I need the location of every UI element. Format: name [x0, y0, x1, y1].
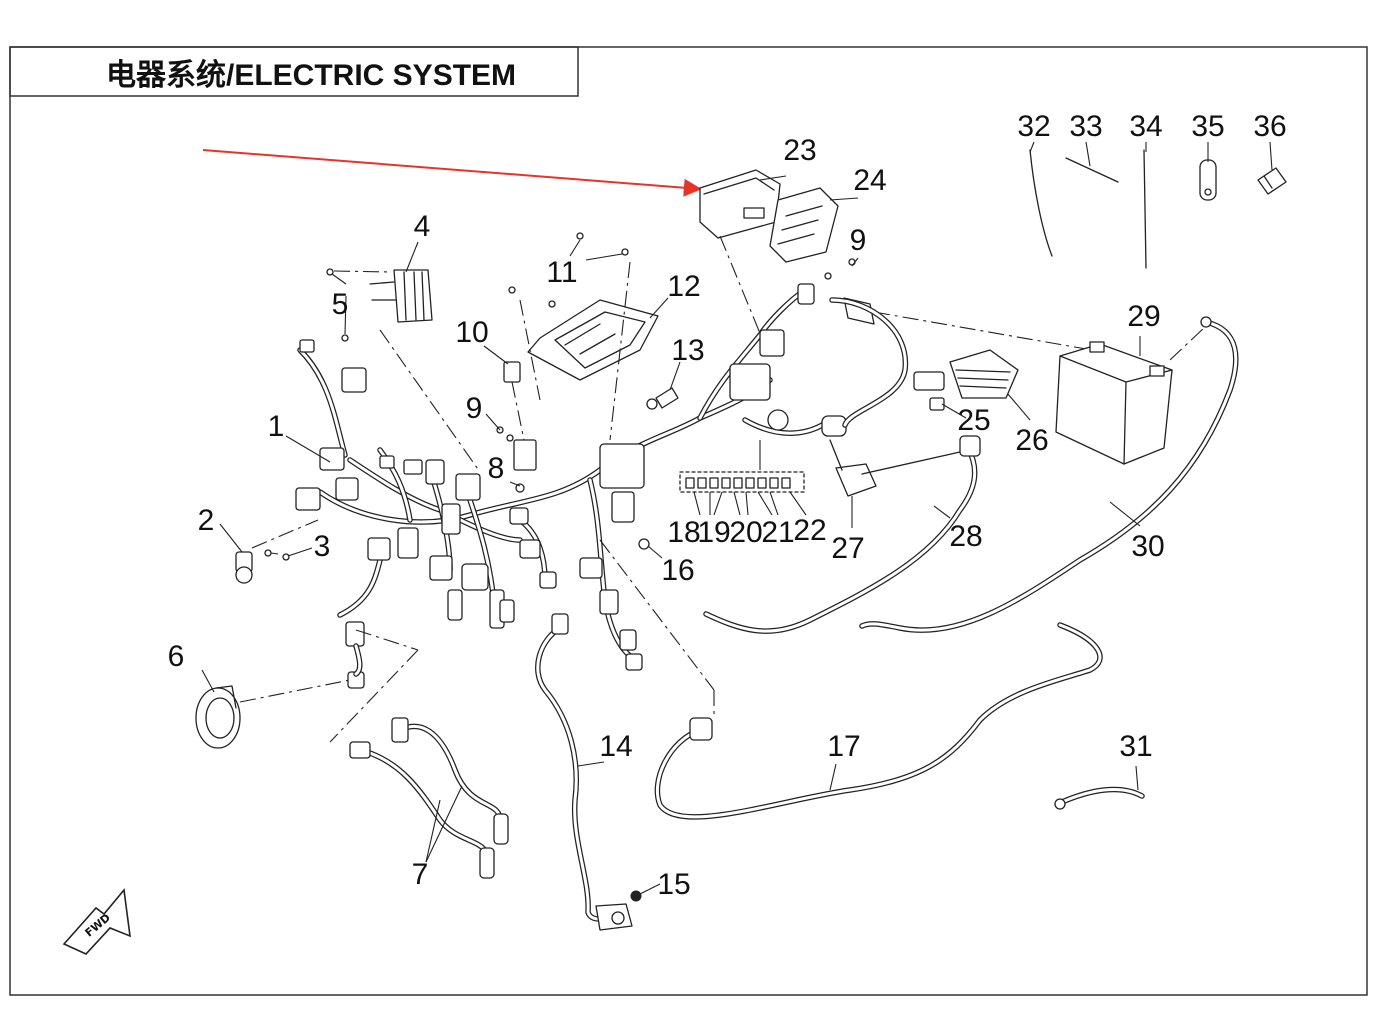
callout-23: 23: [783, 134, 816, 167]
leader-6: [239, 679, 351, 703]
part-4-relay: [326, 268, 433, 342]
callout-34: 34: [1129, 110, 1162, 143]
part-6-connector: [345, 621, 365, 689]
harness-connectors: [295, 339, 645, 671]
leader-12: [519, 299, 541, 401]
callout-numbers: 1 2 3 4 5 6 7 8 9 9 10 11 12 13 14 15 16…: [168, 110, 1287, 901]
part-26-regulator: [949, 349, 1019, 399]
page-title: 电器系统/ELECTRIC SYSTEM: [106, 58, 516, 92]
callout-9-right: 9: [850, 224, 867, 257]
callout-25: 25: [957, 404, 990, 437]
part-36-clip: [1257, 167, 1287, 195]
leader-30: [1169, 325, 1207, 361]
callout-17: 17: [827, 730, 860, 763]
callout-14: 14: [599, 730, 632, 763]
callout-4: 4: [414, 210, 431, 243]
callout-3: 3: [314, 530, 331, 563]
part-15-terminal: [595, 890, 642, 931]
callout-8: 8: [488, 452, 505, 485]
callout-20: 20: [729, 516, 762, 549]
leader-23: [719, 235, 767, 349]
part-9-right-connector: [824, 258, 875, 325]
callout-19: 19: [697, 516, 730, 549]
part-8-bolt: [515, 483, 525, 493]
part-33-rod: [1065, 157, 1119, 183]
red-pointer-arrow: [202, 149, 702, 197]
part-14-connector: [551, 613, 569, 635]
callout-29: 29: [1127, 300, 1160, 333]
callout-16: 16: [661, 554, 694, 587]
callout-30: 30: [1131, 530, 1164, 563]
part-32-tie: [1029, 149, 1053, 257]
part-30-cable: [859, 319, 1239, 633]
callout-11: 11: [546, 256, 577, 289]
callout-32: 32: [1017, 110, 1050, 143]
leader-5a: [333, 270, 393, 273]
part-30-terminal: [1200, 316, 1212, 328]
callout-6: 6: [168, 640, 185, 673]
outer-frame: [9, 46, 1368, 996]
part-17-connector: [689, 717, 713, 741]
leader-6c: [329, 649, 419, 743]
callout-28: 28: [949, 520, 982, 553]
part-13-sensor: [646, 387, 679, 410]
fuse-strip-18-22: [679, 440, 807, 516]
part-6-horn: [195, 685, 241, 749]
part-17-cable: [654, 622, 1103, 820]
callout-22: 22: [793, 514, 826, 547]
callout-35: 35: [1191, 110, 1224, 143]
part-10-relay: [503, 361, 525, 441]
leader-2: [251, 519, 319, 549]
part-25-connector: [913, 371, 945, 411]
callout-10: 10: [455, 316, 488, 349]
callout-2: 2: [198, 504, 215, 537]
part-35-tag: [1199, 159, 1217, 201]
part-16-nut: [638, 538, 650, 550]
callout-13: 13: [671, 334, 704, 367]
callout-9-left: 9: [466, 392, 483, 425]
callout-24: 24: [853, 164, 886, 197]
callout-33: 33: [1069, 110, 1102, 143]
callout-26: 26: [1015, 424, 1048, 457]
callout-18: 18: [667, 516, 700, 549]
callout-36: 36: [1253, 110, 1286, 143]
part-23-ecu: [699, 169, 781, 239]
leader-17: [599, 539, 715, 691]
callout-12: 12: [667, 270, 700, 303]
leader-12b: [609, 261, 631, 441]
callout-7: 7: [412, 858, 429, 891]
callout-21: 21: [761, 516, 794, 549]
part-34-rod: [1143, 149, 1147, 269]
leader-29: [873, 311, 1093, 351]
title-box: [9, 46, 579, 97]
part-2-sensor: [235, 549, 290, 584]
callout-27: 27: [831, 532, 864, 565]
part-31-strap: [1054, 786, 1145, 810]
leader-6b: [355, 629, 419, 651]
callout-leaders: [201, 141, 1273, 895]
part-29-battery: [1055, 341, 1173, 465]
fwd-arrow-icon: FWD: [62, 888, 131, 955]
junction-block: [729, 283, 847, 437]
callout-15: 15: [657, 868, 690, 901]
part-12-ecu-bracket: [508, 232, 659, 381]
part-7-sensors: [349, 717, 509, 879]
part-27-starter-relay: [829, 439, 961, 497]
part-28-connector: [959, 435, 981, 457]
callout-1: 1: [268, 410, 285, 443]
callout-5: 5: [332, 288, 349, 321]
callout-31: 31: [1119, 730, 1152, 763]
part-24-ecu-cover: [769, 187, 839, 263]
part-14-cable: [535, 625, 613, 922]
